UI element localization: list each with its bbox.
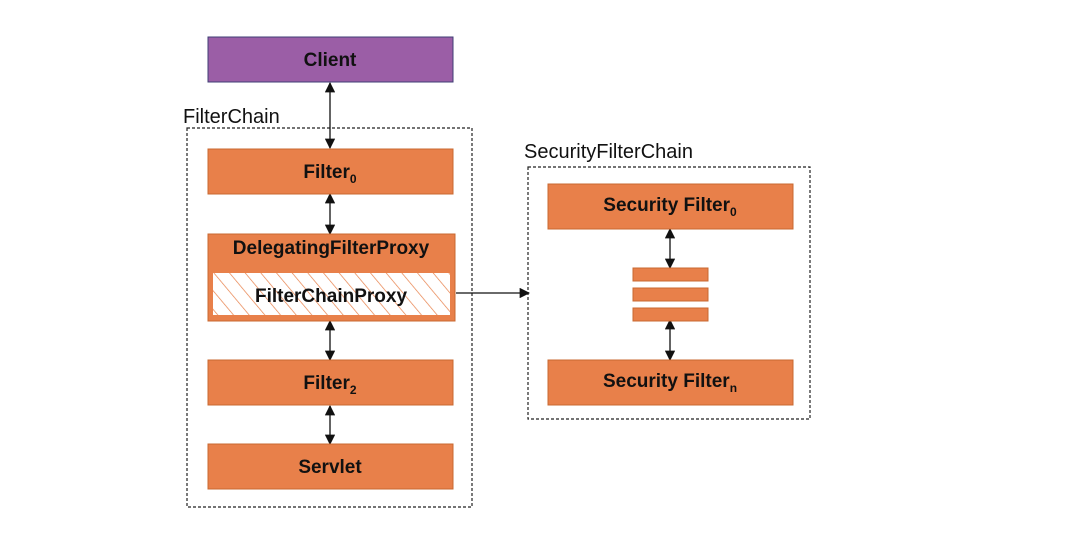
security-filter0-label: Security Filter0: [603, 195, 737, 219]
servlet-box: [207, 443, 454, 490]
servlet-label: Servlet: [298, 457, 362, 478]
filter2-label: Filter2: [303, 373, 356, 397]
security-filter-stack-bar-2: [632, 287, 709, 302]
filter0-label: Filter0: [303, 162, 356, 186]
security-filter-chain-title: SecurityFilterChain: [524, 141, 693, 163]
filter-chain-proxy-label: FilterChainProxy: [255, 286, 407, 307]
filter-chain-title: FilterChain: [183, 106, 280, 128]
filter2-box: [207, 359, 454, 406]
delegating-filter-proxy-label: DelegatingFilterProxy: [233, 238, 430, 259]
security-filtern-box: [547, 359, 794, 406]
client-label: Client: [304, 50, 357, 71]
security-filter-stack-bar-1: [632, 267, 709, 282]
security-filter0-box: [547, 183, 794, 230]
security-filtern-label: Security Filtern: [603, 371, 737, 395]
filter-chain-proxy-box: [213, 273, 450, 315]
filter0-box: [207, 148, 454, 195]
security-filter-stack-bar-3: [632, 307, 709, 322]
client-box: [207, 36, 454, 83]
